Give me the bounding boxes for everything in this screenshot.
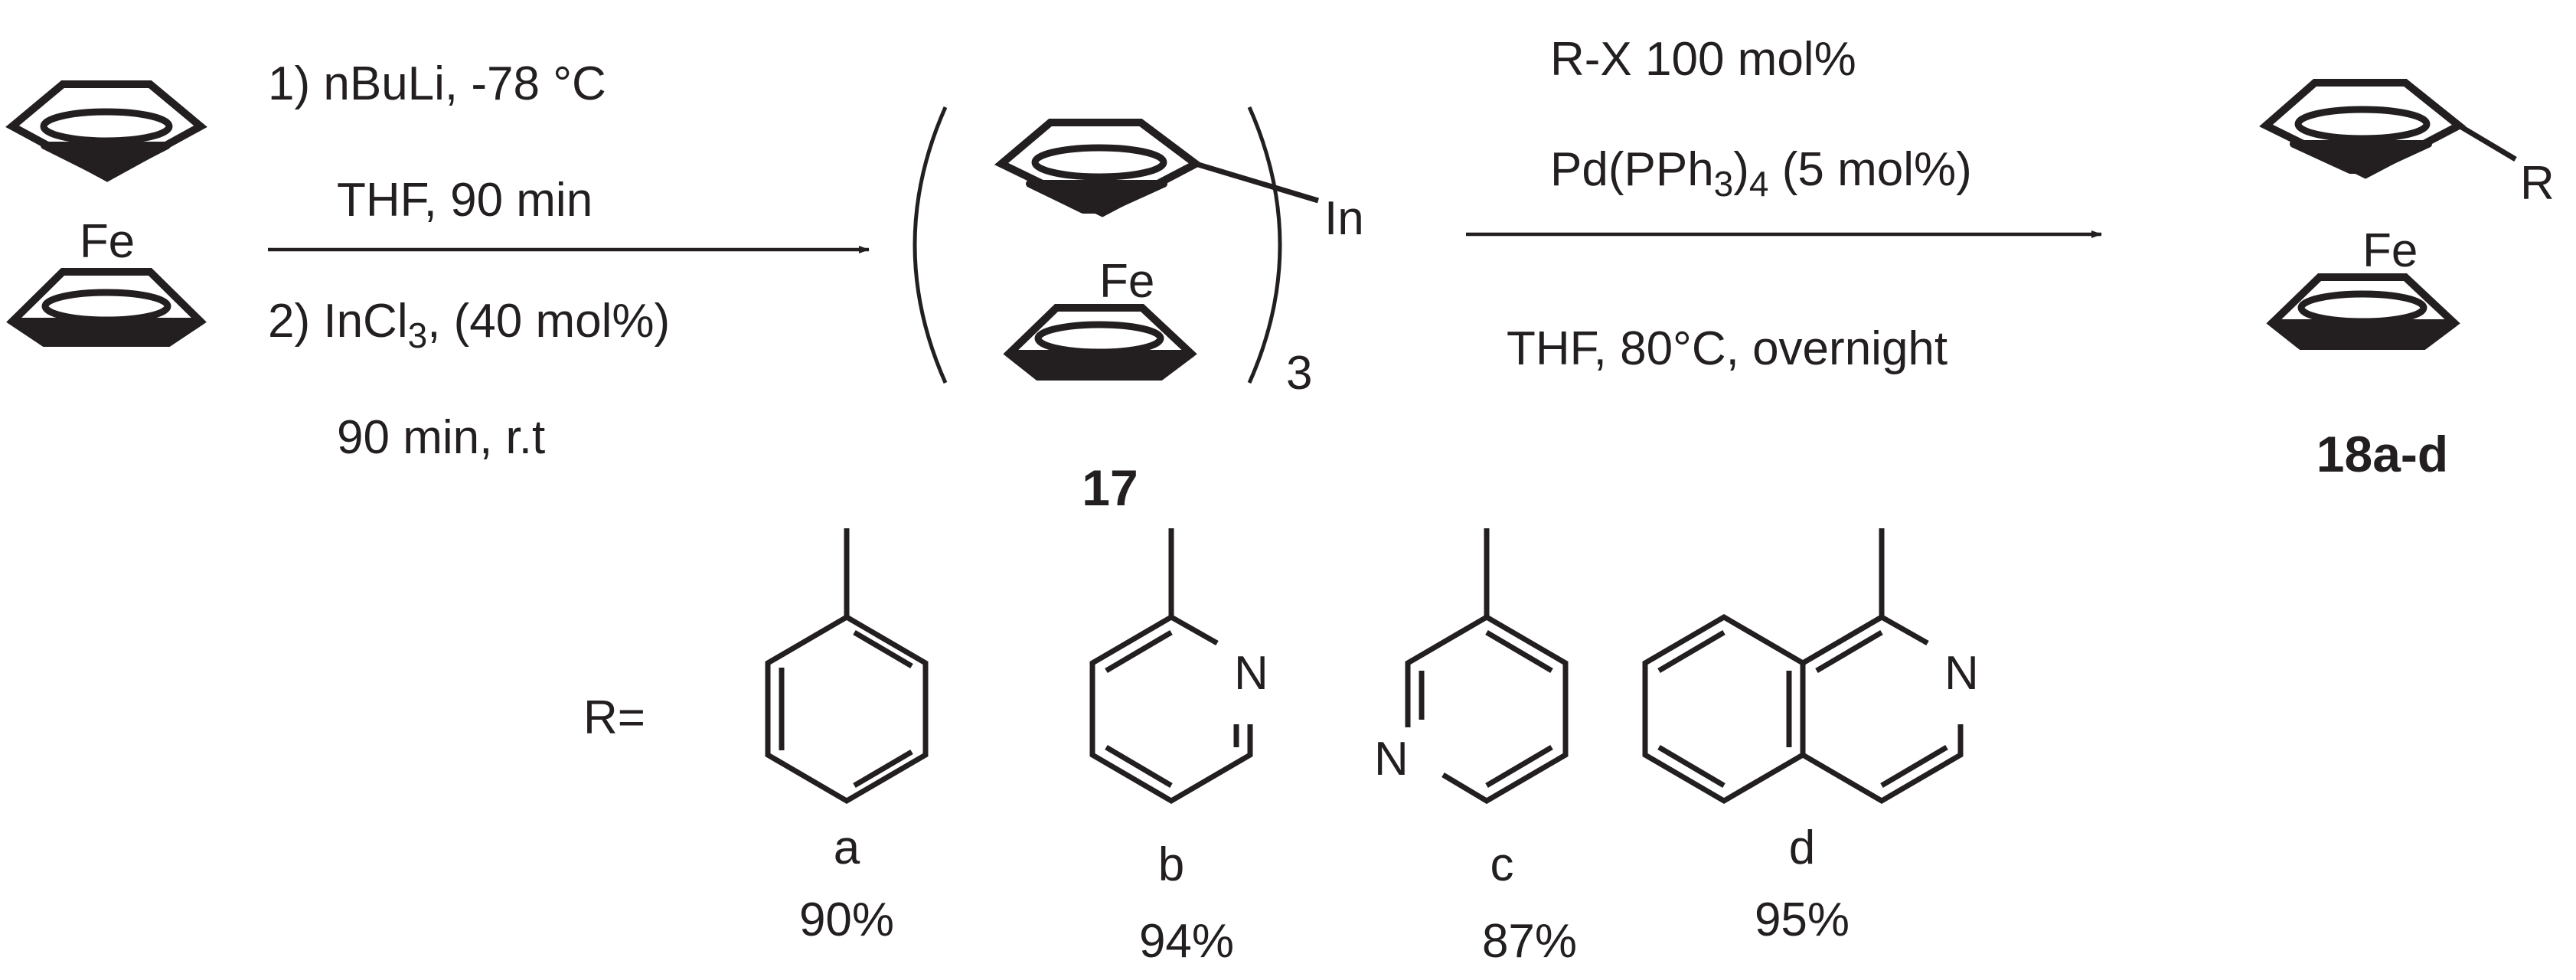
step2-line2: Pd(PPh3)4 (5 mol%) — [1550, 143, 1972, 204]
cp-ring-bottom — [6, 268, 207, 347]
r-equals-label: R= — [583, 691, 645, 744]
substituent-c-n-label: N — [1374, 733, 1409, 786]
step2-conditions: R-X 100 mol% Pd(PPh3)4 (5 mol%) THF, 80°… — [1466, 33, 2102, 375]
intermediate-count: 3 — [1286, 347, 1312, 400]
substituent-d-letter: d — [1789, 822, 1815, 874]
substituent-a-structure — [765, 528, 929, 805]
cp-r-bond — [2457, 122, 2517, 162]
ferrocene-fe-label: Fe — [80, 215, 135, 268]
cp-ring-top-17 — [994, 119, 1203, 217]
cp-indium-bond — [1194, 161, 1320, 204]
substituent-c-structure: N — [1374, 528, 1569, 805]
product-r-label: R — [2520, 157, 2555, 210]
substituent-d-yield: 95% — [1755, 893, 1850, 946]
step1-conditions: 1) nBuLi, -78 °C THF, 90 min 2) InCl3, (… — [268, 57, 870, 464]
product-18-structure: R Fe 18a-d — [2259, 79, 2555, 482]
step1-line3: 2) InCl3, (40 mol%) — [268, 295, 670, 355]
substituent-b-letter: b — [1158, 838, 1184, 891]
compound-17-label: 17 — [1082, 459, 1138, 516]
substituent-d-structure: N — [1642, 528, 1979, 805]
intermediate-fe-label: Fe — [1099, 255, 1154, 308]
substituent-d-n-label: N — [1944, 647, 1979, 700]
indium-label: In — [1324, 192, 1364, 245]
substituent-c-yield: 87% — [1482, 915, 1577, 968]
substituent-a-letter: a — [834, 822, 860, 874]
step1-line4: 90 min, r.t — [337, 411, 545, 464]
step2-line3: THF, 80°C, overnight — [1507, 322, 1948, 375]
step2-line1: R-X 100 mol% — [1550, 33, 1856, 86]
right-parenthesis — [1247, 106, 1282, 384]
substituent-b-yield: 94% — [1139, 915, 1234, 968]
step1-line2: THF, 90 min — [337, 174, 593, 227]
substituent-b-n-label: N — [1234, 647, 1268, 700]
cp-ring-top-18 — [2259, 79, 2467, 179]
left-parenthesis — [913, 106, 948, 384]
substituent-b-structure: N — [1089, 528, 1268, 805]
cp-ring-bottom-17 — [1003, 304, 1197, 381]
substituent-a-yield: 90% — [799, 893, 894, 946]
step1-line1: 1) nBuLi, -78 °C — [268, 57, 606, 110]
compound-18-label: 18a-d — [2316, 426, 2448, 482]
cp-ring-top — [5, 80, 207, 182]
intermediate-17-structure: In Fe 3 17 — [913, 106, 1364, 516]
product-fe-label: Fe — [2362, 224, 2418, 277]
substituent-c-letter: c — [1490, 838, 1514, 891]
cp-ring-bottom-18 — [2266, 273, 2460, 350]
ferrocene-structure: Fe — [5, 80, 207, 347]
